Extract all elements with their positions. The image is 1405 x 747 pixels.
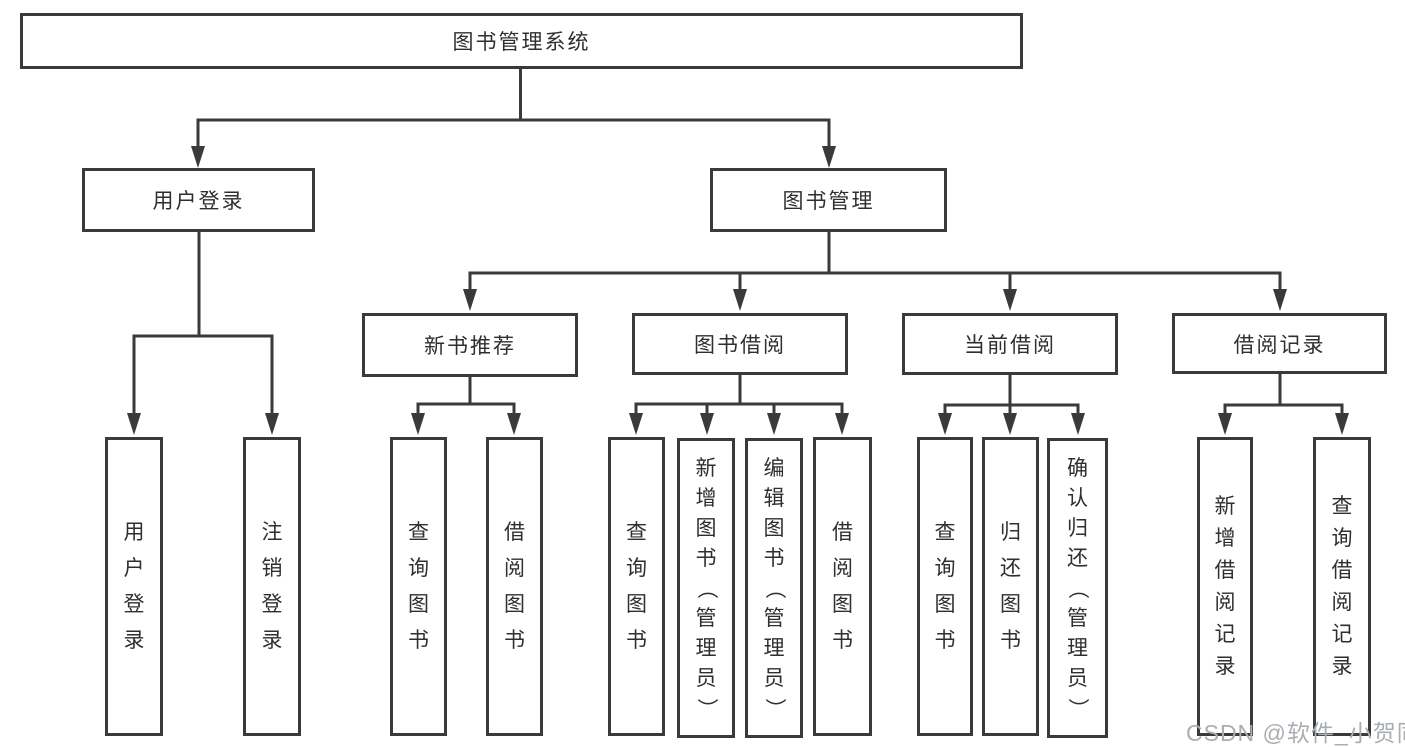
connector-borrow-record-children: [1218, 374, 1349, 435]
leaf-current-query-books-label: 查询图书: [934, 521, 956, 652]
leaf-query-borrow-record: 查询借阅记录: [1313, 437, 1371, 736]
leaf-edit-books-admin-label: 编辑图书（管理员）: [762, 456, 786, 719]
leaf-add-borrow-record: 新增借阅记录: [1197, 437, 1253, 736]
node-book-management: 图书管理: [710, 168, 947, 232]
leaf-recommend-query-books: 查询图书: [390, 437, 447, 736]
connector-current-borrow-children: [938, 375, 1085, 435]
leaf-borrow-query-books-label: 查询图书: [626, 521, 647, 652]
node-book-borrow-label: 图书借阅: [694, 334, 786, 357]
node-borrow-record-label: 借阅记录: [1233, 333, 1326, 357]
leaf-logout-label: 注销登录: [261, 521, 283, 652]
node-new-book-recommend: 新书推荐: [362, 313, 578, 377]
leaf-recommend-query-books-label: 查询图书: [408, 521, 429, 652]
leaf-recommend-borrow-books: 借阅图书: [486, 437, 543, 736]
connector-root-to-level2: [191, 69, 836, 168]
leaf-current-query-books: 查询图书: [917, 437, 973, 736]
leaf-borrow-books: 借阅图书: [813, 437, 872, 736]
leaf-query-borrow-record-label: 查询借阅记录: [1331, 495, 1353, 678]
node-borrow-record: 借阅记录: [1172, 313, 1387, 374]
leaf-recommend-borrow-books-label: 借阅图书: [504, 521, 525, 652]
leaf-edit-books-admin: 编辑图书（管理员）: [745, 438, 803, 738]
csdn-watermark: CSDN @软件_小贺同学: [1186, 720, 1405, 746]
node-root-label: 图书管理系统: [452, 31, 591, 54]
node-user-login: 用户登录: [82, 168, 315, 232]
connector-book-management-children: [463, 232, 1287, 311]
node-current-borrow: 当前借阅: [902, 313, 1118, 375]
node-root: 图书管理系统: [20, 13, 1023, 69]
node-user-login-label: 用户登录: [152, 190, 245, 213]
leaf-user-login-label: 用户登录: [123, 521, 145, 652]
leaf-add-books-admin: 新增图书（管理员）: [677, 438, 735, 738]
leaf-borrow-books-label: 借阅图书: [832, 521, 853, 652]
leaf-add-borrow-record-label: 新增借阅记录: [1214, 495, 1236, 678]
connector-user-login-children: [127, 232, 279, 435]
leaf-confirm-return-admin: 确认归还（管理员）: [1047, 438, 1108, 738]
node-book-borrow: 图书借阅: [632, 313, 848, 375]
leaf-confirm-return-admin-label: 确认归还（管理员）: [1066, 456, 1089, 719]
connector-new-book-recommend-children: [411, 377, 521, 435]
leaf-return-books: 归还图书: [982, 437, 1039, 736]
connector-book-borrow-children: [629, 375, 849, 435]
leaf-user-login: 用户登录: [105, 437, 163, 736]
node-new-book-recommend-label: 新书推荐: [424, 335, 516, 358]
leaf-return-books-label: 归还图书: [1000, 521, 1021, 652]
leaf-logout: 注销登录: [243, 437, 301, 736]
node-book-management-label: 图书管理: [782, 190, 875, 213]
leaf-add-books-admin-label: 新增图书（管理员）: [694, 456, 718, 719]
leaf-borrow-query-books: 查询图书: [608, 437, 665, 736]
node-current-borrow-label: 当前借阅: [964, 334, 1056, 357]
